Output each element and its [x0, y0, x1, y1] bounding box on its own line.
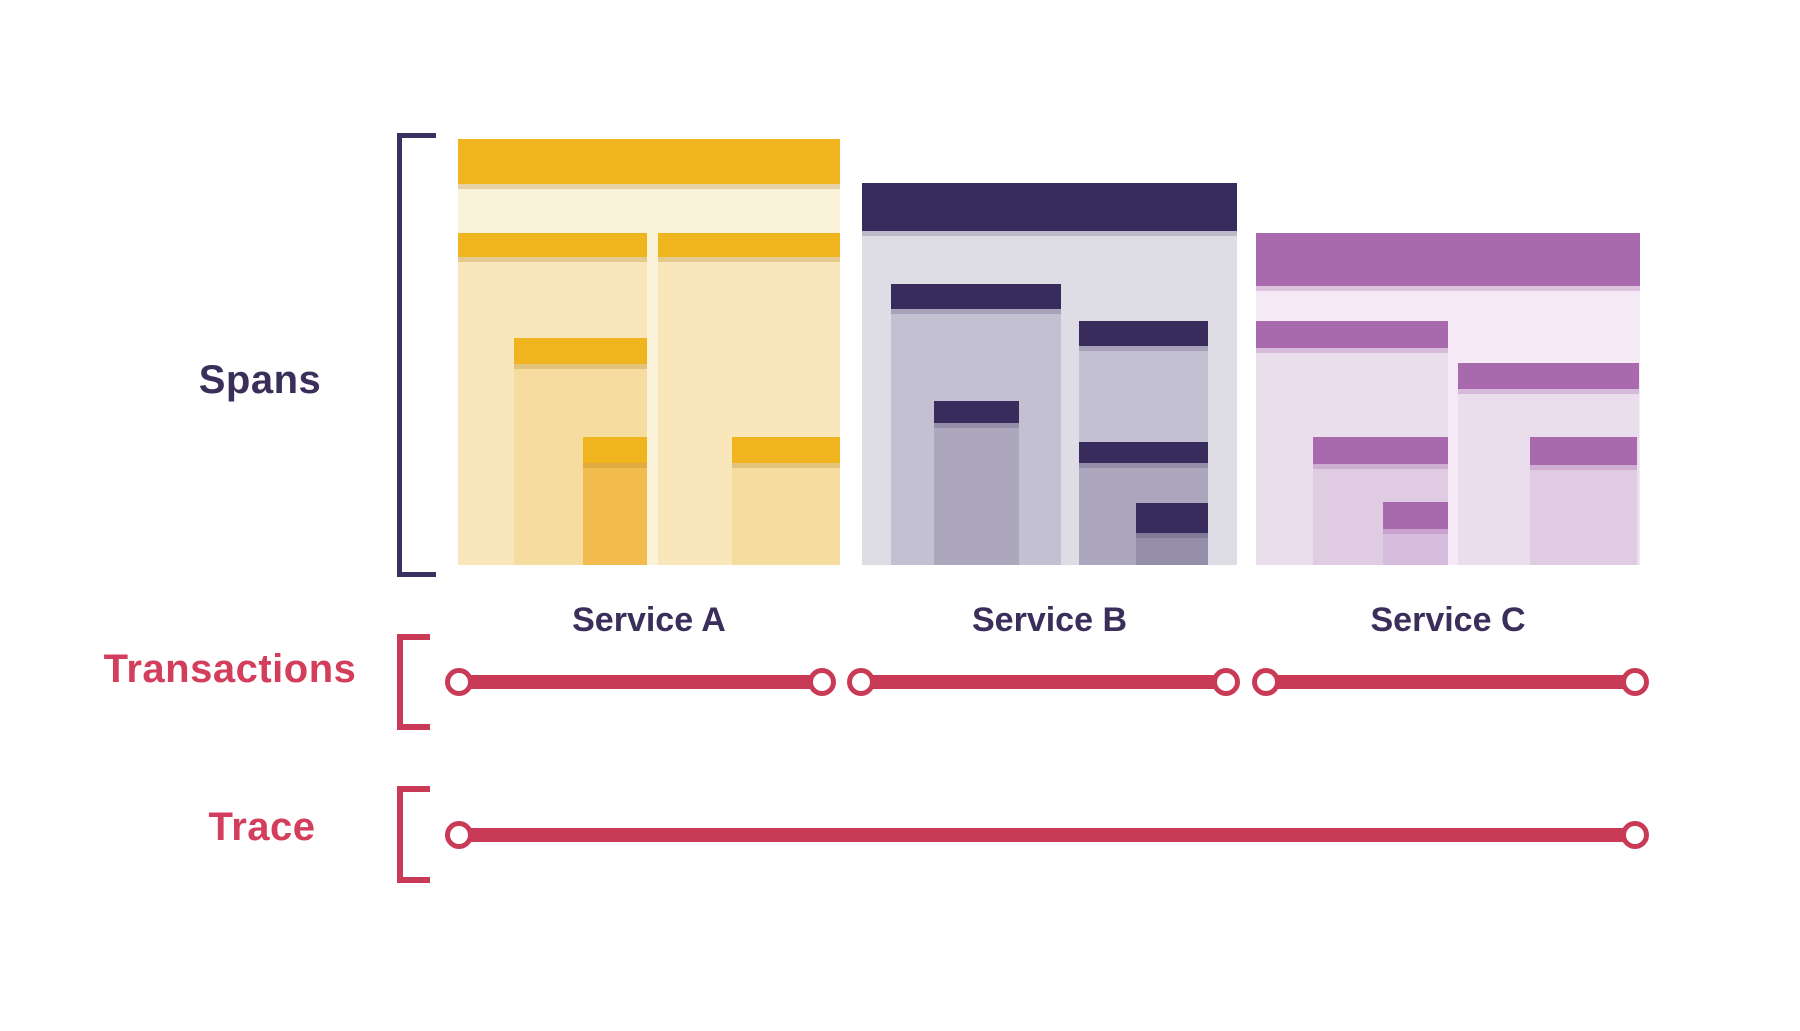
- transaction-line-endpoint: [1621, 668, 1649, 696]
- transactions-bracket: [397, 634, 430, 730]
- span-bar: [862, 183, 1237, 231]
- span-bar: [934, 401, 1019, 423]
- span-bar: [1383, 502, 1448, 529]
- span-body: [732, 463, 840, 565]
- span-bar: [1458, 363, 1639, 389]
- spans-bracket: [397, 133, 436, 577]
- transaction-line-endpoint: [445, 668, 473, 696]
- transaction-line: [1266, 675, 1635, 689]
- span-body: [934, 423, 1019, 565]
- span-body: [1383, 529, 1448, 565]
- trace-bracket: [397, 786, 430, 883]
- transaction-line-endpoint: [847, 668, 875, 696]
- service-b-label: Service B: [972, 601, 1127, 639]
- span-body: [1136, 533, 1208, 565]
- span-bar: [1313, 437, 1448, 464]
- transaction-line-endpoint: [1252, 668, 1280, 696]
- transaction-line: [459, 675, 822, 689]
- span-bar: [583, 437, 647, 463]
- span-bar: [732, 437, 840, 463]
- service-c-label: Service C: [1370, 601, 1526, 639]
- spans-row-label: Spans: [198, 358, 322, 402]
- span-bar: [1530, 437, 1637, 465]
- span-bar: [891, 284, 1061, 309]
- transaction-line-endpoint: [1212, 668, 1240, 696]
- trace-line-endpoint: [1621, 821, 1649, 849]
- span-bar: [458, 233, 647, 257]
- transactions-row-label: Transactions: [103, 647, 357, 691]
- span-bar: [1079, 321, 1208, 346]
- span-bar: [1256, 233, 1640, 286]
- transaction-line: [861, 675, 1226, 689]
- span-bar: [458, 139, 840, 184]
- trace-line-endpoint: [445, 821, 473, 849]
- span-bar: [1256, 321, 1448, 348]
- span-body: [583, 463, 647, 565]
- span-body: [1530, 465, 1637, 565]
- trace-row-label: Trace: [208, 805, 316, 849]
- span-bar: [514, 338, 647, 364]
- service-a-label: Service A: [572, 601, 726, 639]
- span-bar: [658, 233, 840, 257]
- transaction-line-endpoint: [808, 668, 836, 696]
- span-bar: [1136, 503, 1208, 533]
- span-bar: [1079, 442, 1208, 463]
- trace-line: [459, 828, 1635, 842]
